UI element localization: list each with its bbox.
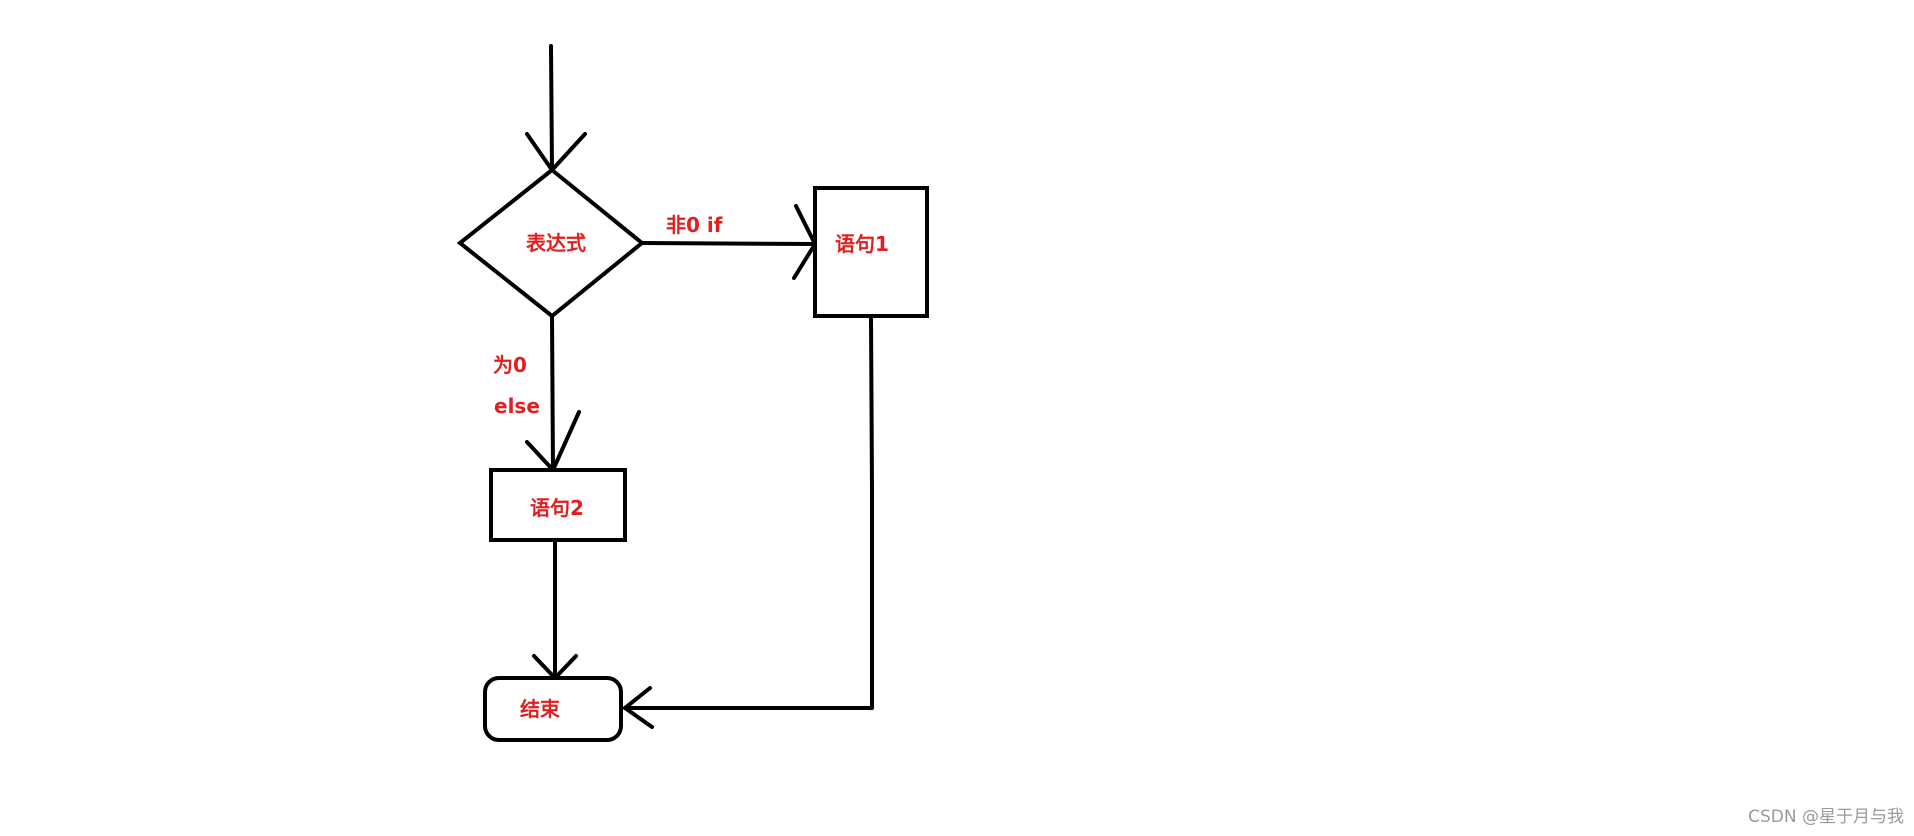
end-node: 结束: [483, 676, 623, 742]
statement-1-to-end-arrow: [623, 314, 874, 729]
end-label: 结束: [520, 697, 561, 721]
false-branch-label-line1: 为0: [493, 353, 527, 377]
false-branch-label-line2: else: [494, 394, 540, 418]
entry-arrow: [525, 44, 587, 172]
statement-2-to-end-arrow: [532, 538, 578, 680]
statement-2-label: 语句2: [530, 496, 584, 520]
false-branch-arrow: [525, 314, 581, 472]
statement-1-node: 语句1: [813, 186, 929, 318]
statement-1-label: 语句1: [835, 232, 889, 256]
condition-node: 表达式: [456, 167, 646, 319]
condition-label: 表达式: [526, 231, 586, 255]
statement-2-node: 语句2: [489, 468, 627, 542]
watermark: CSDN @星于月与我: [1748, 807, 1904, 827]
true-branch-label: 非0 if: [666, 213, 723, 237]
